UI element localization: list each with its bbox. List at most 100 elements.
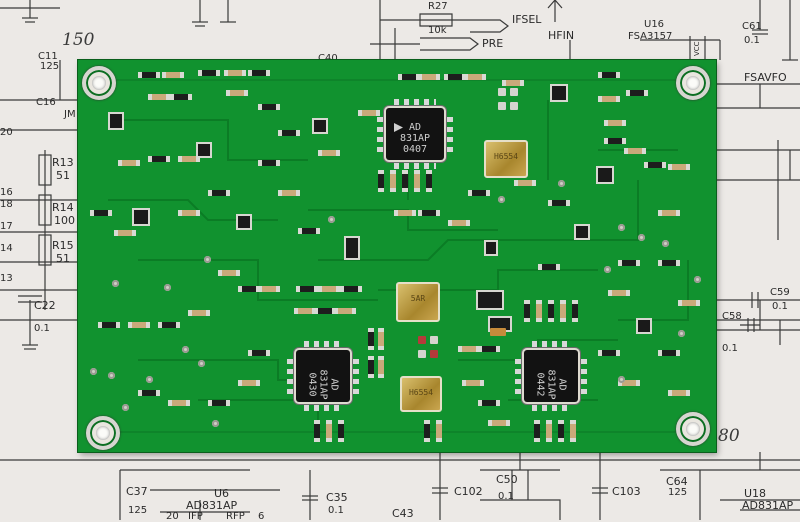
chip-u18-line1: AD xyxy=(556,378,568,391)
smd-part xyxy=(468,190,490,196)
smd-part xyxy=(218,270,240,276)
smd-part xyxy=(658,210,680,216)
smd-part xyxy=(448,220,470,226)
label-c11-value: 125 xyxy=(40,61,60,72)
smd-part xyxy=(368,328,374,350)
smd-part xyxy=(608,290,630,296)
label-vcc: VCC xyxy=(693,41,701,56)
label-c35-value: 0.1 xyxy=(328,505,344,516)
label-pre: PRE xyxy=(482,37,504,50)
analog-devices-logo-icon xyxy=(394,123,403,132)
label-ifsel: IFSEL xyxy=(512,13,542,26)
mounting-hole-bottom-right xyxy=(676,412,710,446)
via xyxy=(618,224,625,231)
smd-part xyxy=(458,346,480,352)
smd-part xyxy=(548,300,554,322)
via xyxy=(182,346,189,353)
smd-part xyxy=(162,72,184,78)
label-pin6: 6 xyxy=(258,511,265,522)
pad xyxy=(430,336,438,344)
smd-part xyxy=(118,160,140,166)
via xyxy=(108,372,115,379)
label-u18: U18 xyxy=(744,487,767,500)
crystal-bottom-text: H6554 xyxy=(408,388,434,397)
smd-part xyxy=(226,90,248,96)
label-c64-value: 125 xyxy=(668,487,688,498)
smd-part xyxy=(668,390,690,396)
mounting-hole-top-right xyxy=(676,66,710,100)
small-ic-u8 xyxy=(552,86,566,100)
label-r15: R15 xyxy=(52,239,74,252)
smd-part xyxy=(502,80,524,86)
via xyxy=(204,256,211,263)
label-pin20-bottom: 20 xyxy=(166,511,179,522)
chip-u6-line3: 0430 xyxy=(306,372,318,397)
smd-part xyxy=(644,162,666,168)
smd-part xyxy=(618,260,640,266)
smd-part xyxy=(378,356,384,378)
smd-part xyxy=(314,420,320,442)
smd-part xyxy=(338,420,344,442)
smd-part xyxy=(572,300,578,322)
smd-part xyxy=(208,400,230,406)
chip-u3-line1: AD xyxy=(408,122,422,133)
smd-part xyxy=(248,350,270,356)
label-fsavfo: FSAVFO xyxy=(744,71,787,84)
small-ic-4 xyxy=(238,216,250,228)
smd-part xyxy=(418,210,440,216)
label-hfin: HFIN xyxy=(548,29,575,42)
via xyxy=(604,266,611,273)
smd-part xyxy=(278,190,300,196)
smd-part xyxy=(248,70,270,76)
label-r27: R27 xyxy=(428,1,448,12)
via xyxy=(678,330,685,337)
small-ic-u23 xyxy=(486,242,496,254)
smd-part xyxy=(90,210,112,216)
smd-part xyxy=(626,90,648,96)
smd-part xyxy=(478,346,500,352)
label-c58-value: 0.1 xyxy=(722,343,738,354)
label-pin16: 16 xyxy=(0,187,13,198)
small-ic-2 xyxy=(134,210,148,224)
smd-part xyxy=(462,380,484,386)
label-r27-value: 10k xyxy=(428,25,447,36)
smd-part xyxy=(296,286,318,292)
smd-part xyxy=(478,400,500,406)
label-r13: R13 xyxy=(52,156,74,169)
via xyxy=(694,276,701,283)
via xyxy=(112,280,119,287)
label-c58: C58 xyxy=(722,311,742,322)
smd-part xyxy=(294,308,316,314)
crystal-bottom: H6554 xyxy=(400,376,442,412)
smd-part xyxy=(548,200,570,206)
label-rfp: RFP xyxy=(226,511,245,522)
small-ic-u20 xyxy=(638,320,650,332)
via xyxy=(328,216,335,223)
label-c35: C35 xyxy=(326,491,348,504)
label-u6-part: AD831AP xyxy=(186,499,238,512)
smd-part xyxy=(326,420,332,442)
chip-u6-line2: 831AP xyxy=(317,369,329,400)
label-pin17: 17 xyxy=(0,221,13,232)
chip-u6-ad831ap: AD 831AP 0430 xyxy=(287,341,359,411)
chip-u18-ad831ap: AD 831AP 0442 xyxy=(515,341,587,411)
smd-part xyxy=(128,322,150,328)
pad xyxy=(498,88,506,96)
smd-part xyxy=(318,150,340,156)
smd-part xyxy=(148,94,170,100)
small-ic-u21 xyxy=(346,238,358,258)
smd-part xyxy=(158,322,180,328)
via xyxy=(212,420,219,427)
smd-part xyxy=(604,138,626,144)
smd-part xyxy=(138,72,160,78)
pad xyxy=(510,88,518,96)
regulator-ic xyxy=(478,292,502,308)
label-c61: C61 xyxy=(742,21,762,32)
smd-part xyxy=(658,260,680,266)
label-c40: C40 xyxy=(318,53,338,64)
smd-part xyxy=(148,156,170,162)
via xyxy=(638,234,645,241)
smd-part xyxy=(624,148,646,154)
pad-red xyxy=(430,350,438,358)
via xyxy=(146,376,153,383)
